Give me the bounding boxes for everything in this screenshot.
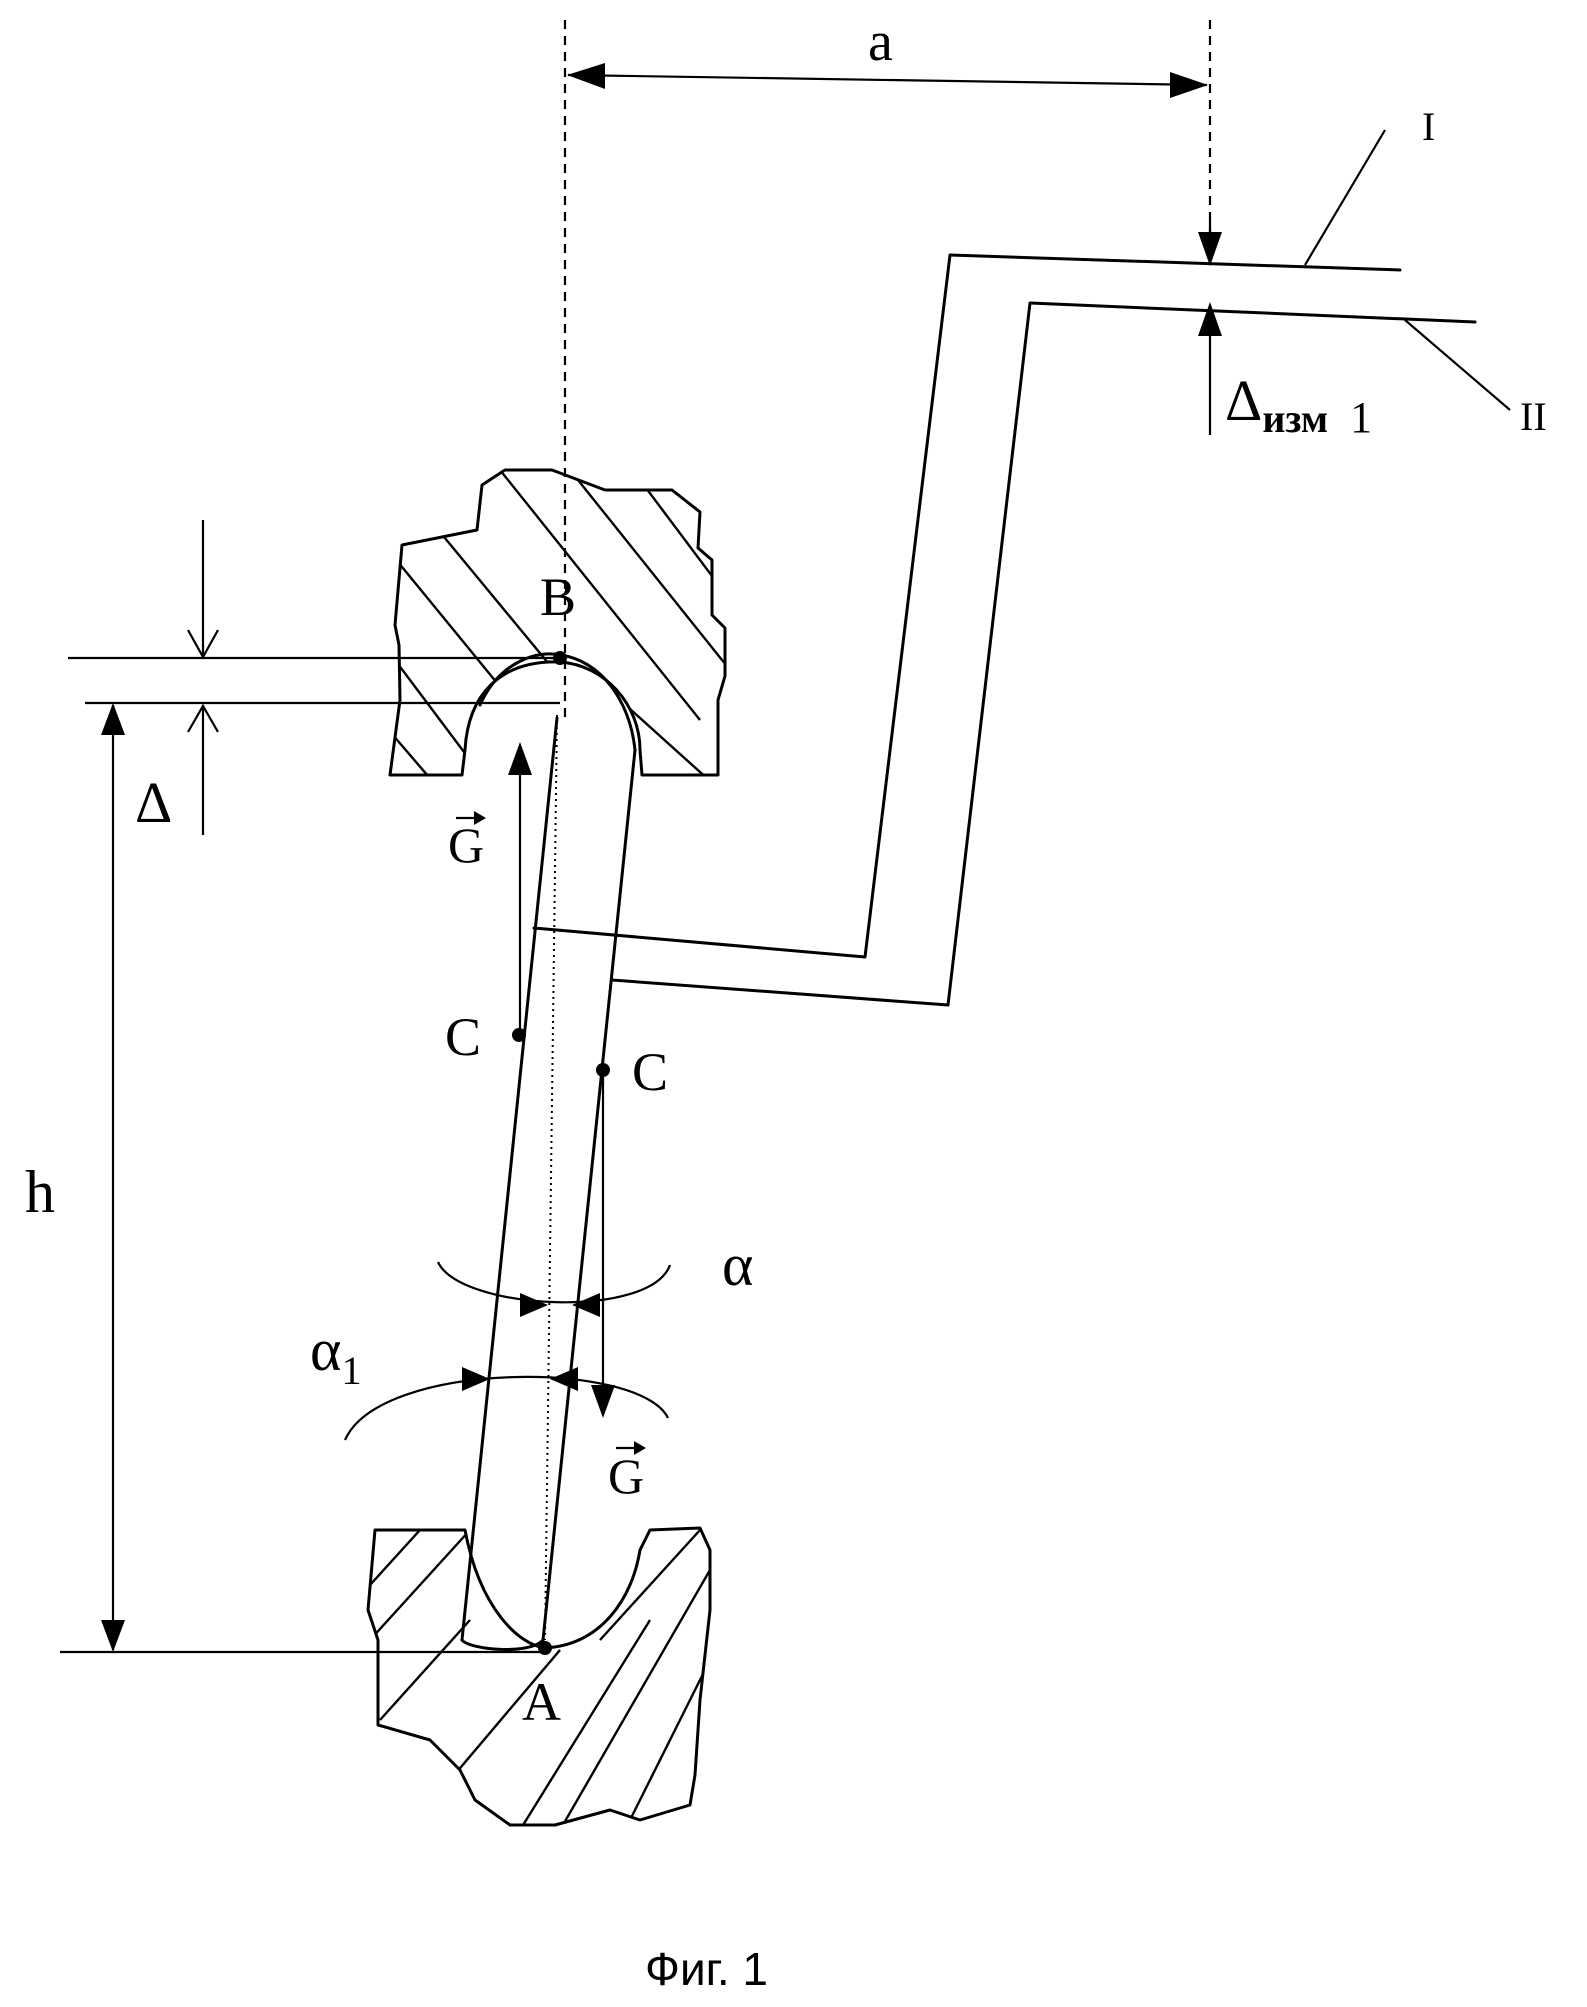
- label-delta-meas: Δизм 1: [1225, 368, 1372, 442]
- label-roman-1: I: [1422, 104, 1435, 149]
- label-alpha: α: [722, 1232, 753, 1298]
- point-c-left: [512, 1028, 526, 1042]
- label-alpha1-sub: 1: [341, 1348, 361, 1393]
- label-delta-meas-sub: изм: [1262, 396, 1328, 441]
- label-a: a: [868, 11, 893, 73]
- angle-alpha: [438, 1262, 670, 1317]
- label-delta-meas-main: Δ: [1225, 368, 1262, 433]
- figure-caption: Фиг. 1: [645, 1943, 768, 1995]
- label-alpha1: α1: [310, 1317, 361, 1393]
- label-delta: Δ: [135, 770, 172, 835]
- rod-axis: [545, 715, 557, 1640]
- label-g-lower: G: [608, 1441, 646, 1504]
- bracket: [534, 130, 1510, 1005]
- force-g-lower: [591, 1070, 615, 1418]
- label-g-upper: G: [448, 811, 486, 873]
- label-h: h: [25, 1159, 55, 1225]
- point-b: [553, 651, 567, 665]
- label-c-left: C: [445, 1007, 481, 1067]
- label-roman-2: II: [1520, 394, 1547, 439]
- label-a-point: A: [522, 1672, 561, 1732]
- angle-alpha1: [345, 1367, 668, 1440]
- label-alpha1-main: α: [310, 1317, 341, 1383]
- delta-meas-arrows: [1198, 220, 1222, 435]
- label-delta-meas-index: 1: [1350, 393, 1372, 442]
- point-c-right: [596, 1063, 610, 1077]
- label-b: B: [540, 567, 576, 627]
- label-g-lower-text: G: [608, 1448, 644, 1504]
- point-a: [538, 1641, 552, 1655]
- label-c-right: C: [632, 1042, 668, 1102]
- label-g-upper-text: G: [448, 817, 484, 873]
